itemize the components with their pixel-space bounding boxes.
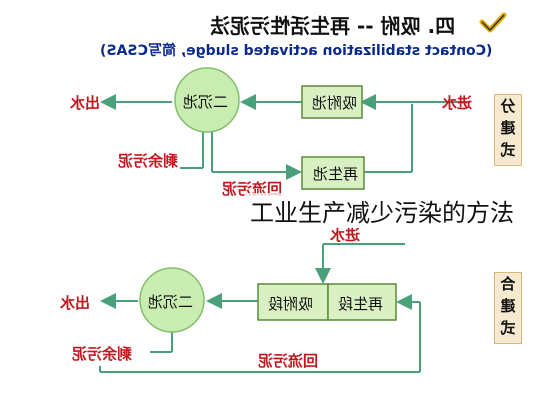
top-side-tab: 分建式: [494, 94, 522, 166]
top-adsorption-label: 吸附池: [312, 92, 357, 113]
bottom-outflow-text: 出水: [60, 294, 91, 312]
top-side-tab-text: 分建式: [500, 97, 516, 159]
bottom-clarifier-text: 二沉池: [148, 293, 194, 311]
top-clarifier-label: 二沉池: [183, 91, 228, 112]
bottom-excess-sludge-text: 剩余污泥: [72, 345, 133, 363]
checkmark-icon: [479, 12, 507, 33]
top-regeneration-text: 再生池: [313, 165, 359, 183]
bottom-side-tab-text: 合建式: [500, 275, 516, 337]
top-outflow-text: 出水: [70, 94, 101, 112]
top-inflow-text: 进水: [442, 94, 473, 112]
top-outflow-label: 出水: [70, 92, 100, 113]
top-excess-sludge-text: 剩余污泥: [118, 152, 179, 170]
bottom-outflow-label: 出水: [60, 292, 90, 313]
bottom-side-tab: 合建式: [494, 272, 522, 344]
bottom-adsorption-label: 吸附段: [268, 293, 313, 314]
top-regeneration-box: [301, 156, 365, 190]
top-regeneration-label: 再生池: [313, 163, 358, 184]
bottom-adsorption-text: 吸附段: [268, 295, 314, 313]
bottom-regeneration-label: 再生段: [338, 293, 383, 314]
bottom-excess-sludge-label: 剩余污泥: [72, 343, 132, 364]
bottom-clarifier-circle: [139, 267, 205, 333]
bottom-regeneration-text: 再生段: [338, 295, 384, 313]
bottom-clarifier-label: 二沉池: [148, 291, 193, 312]
top-adsorption-box: [301, 85, 363, 119]
top-clarifier-circle: [174, 67, 240, 133]
bottom-return-sludge-text: 回流污泥: [258, 352, 319, 370]
bottom-regeneration-segment: [327, 283, 397, 321]
top-excess-sludge-label: 剩余污泥: [118, 150, 178, 171]
top-adsorption-text: 吸附池: [312, 94, 358, 112]
overlay-caption: 工业生产减少污染的方法: [248, 193, 516, 228]
top-clarifier-text: 二沉池: [183, 93, 229, 111]
bottom-return-sludge-label: 回流污泥: [258, 350, 318, 371]
bottom-adsorption-segment: [257, 283, 329, 321]
top-inflow-label: 进水: [442, 92, 472, 113]
